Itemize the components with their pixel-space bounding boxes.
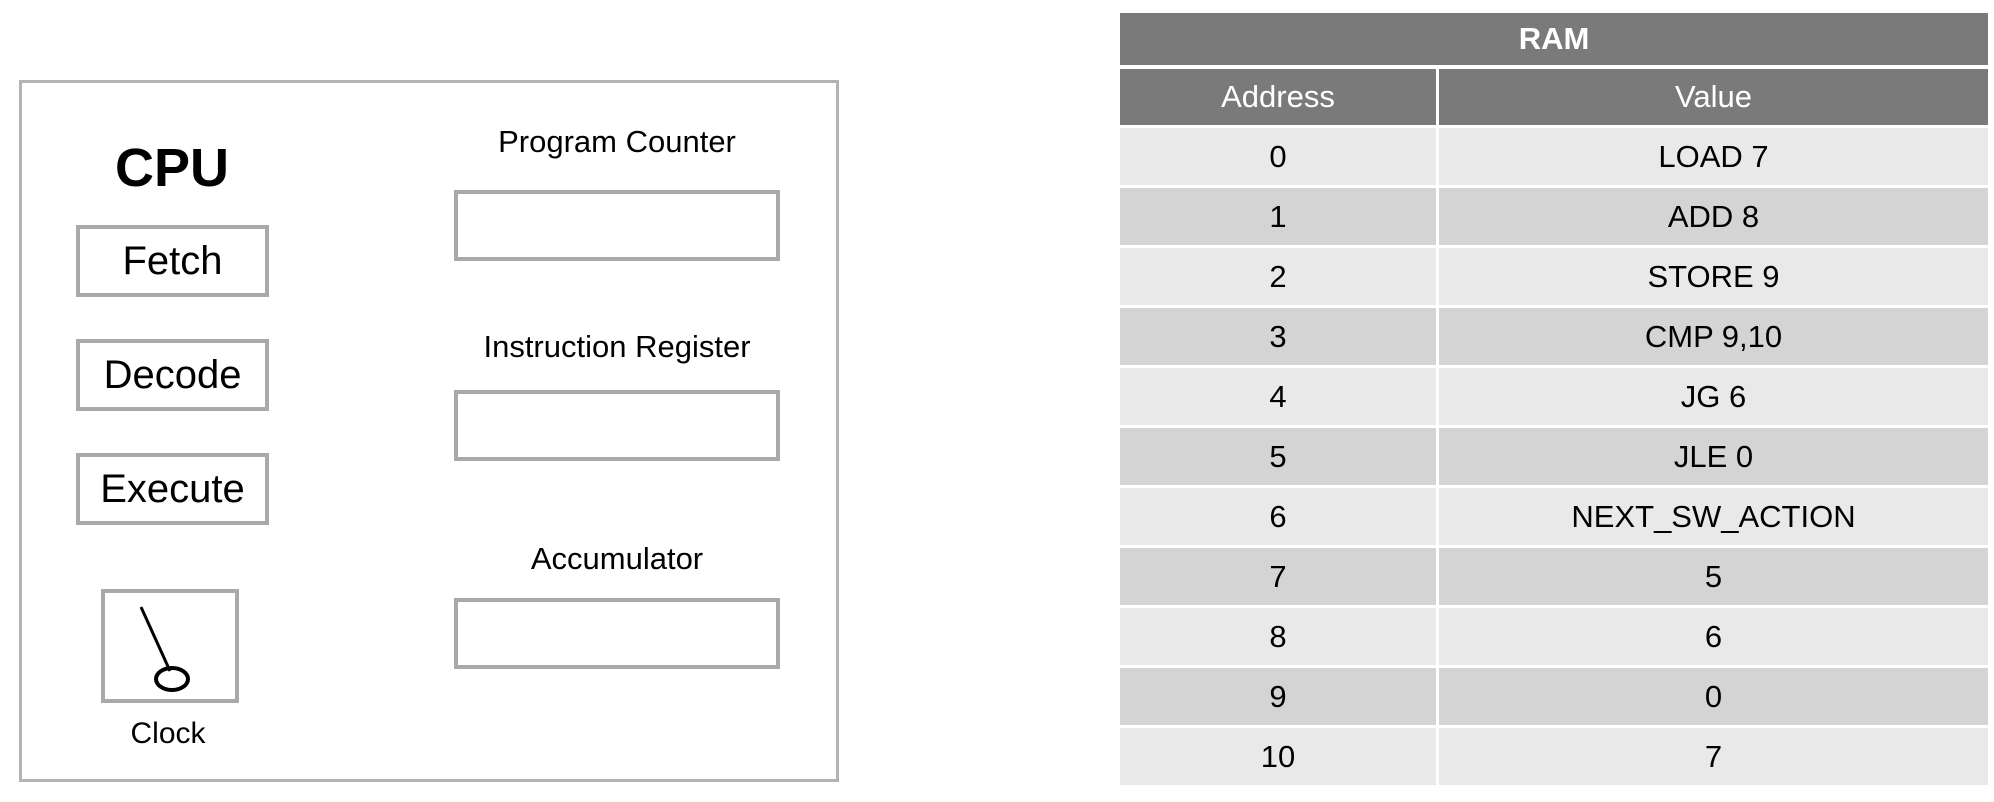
value-cell: 6 [1439,608,1988,668]
clock-switch[interactable] [101,589,239,703]
clock-label: Clock [130,717,206,750]
value-cell: JLE 0 [1439,428,1988,488]
value-cell: JG 6 [1439,368,1988,428]
value-cell: 5 [1439,548,1988,608]
fetch-label: Fetch [122,238,223,283]
address-cell: 2 [1120,248,1439,308]
accumulator-field [454,598,780,669]
address-cell: 1 [1120,188,1439,248]
cpu-title: CPU [114,138,229,198]
decode-label: Decode [103,352,242,397]
value-cell: 7 [1439,728,1988,788]
value-cell: STORE 9 [1439,248,1988,308]
address-cell: 6 [1120,488,1439,548]
address-cell: 0 [1120,128,1439,188]
program-counter-field [454,190,780,261]
address-cell: 3 [1120,308,1439,368]
decode-button[interactable]: Decode [76,339,269,411]
address-cell: 5 [1120,428,1439,488]
value-cell: LOAD 7 [1439,128,1988,188]
clock-pendulum-icon [139,606,190,692]
address-cell: 9 [1120,668,1439,728]
value-cell: ADD 8 [1439,188,1988,248]
program-counter-label: Program Counter [498,124,736,159]
execute-button[interactable]: Execute [76,453,269,525]
instruction-register-field [454,390,780,461]
address-cell: 4 [1120,368,1439,428]
address-cell: 10 [1120,728,1439,788]
address-cell: 8 [1120,608,1439,668]
value-cell: CMP 9,10 [1439,308,1988,368]
fetch-button[interactable]: Fetch [76,225,269,297]
execute-label: Execute [100,466,245,511]
column-header-address: Address [1120,69,1439,128]
address-cell: 7 [1120,548,1439,608]
cpu-panel [19,80,839,782]
column-header-value: Value [1439,69,1988,128]
ram-title: RAM [1120,13,1988,69]
instruction-register-label: Instruction Register [483,329,751,364]
accumulator-label: Accumulator [530,541,704,576]
value-cell: 0 [1439,668,1988,728]
value-cell: NEXT_SW_ACTION [1439,488,1988,548]
